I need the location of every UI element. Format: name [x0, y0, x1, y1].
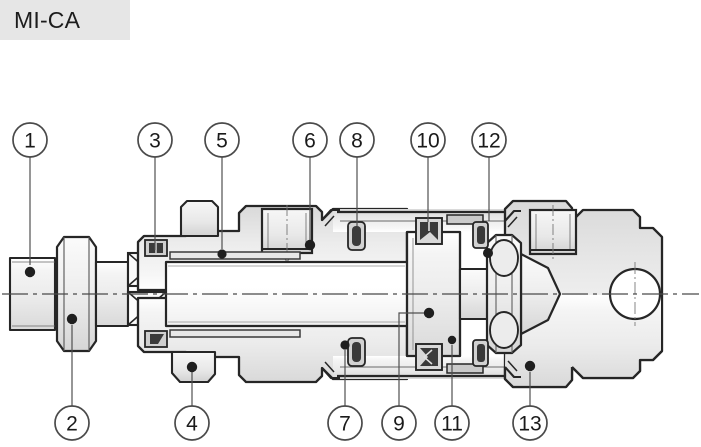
- gland-wiper-lower: [169, 329, 301, 338]
- callout-3-label: 3: [149, 130, 161, 153]
- callout-leaders: [24, 157, 536, 406]
- cap-o-ring-lower: [472, 339, 489, 367]
- rod-end-stud: [8, 256, 57, 332]
- callout-7-label: 7: [339, 413, 351, 436]
- leader-7: [340, 340, 350, 406]
- callout-bubbles: 1 3 5 6 8 10 1: [12, 122, 548, 441]
- callout-13-label: 13: [518, 413, 541, 436]
- title-band: MI-CA: [0, 0, 130, 40]
- head-o-ring-lower: [347, 337, 366, 367]
- callout-6[interactable]: 6: [292, 122, 328, 158]
- callout-2-label: 2: [66, 413, 78, 436]
- joint-dot-upper: [483, 248, 493, 258]
- callout-12[interactable]: 12: [471, 122, 507, 158]
- piston-wear-ring-upper: [446, 214, 484, 225]
- leader-5: [217, 157, 227, 259]
- piston-seal-lower: [415, 343, 443, 371]
- callout-12-label: 12: [477, 130, 500, 153]
- callout-6-label: 6: [304, 130, 316, 153]
- leader-13: [524, 360, 536, 406]
- callout-2[interactable]: 2: [54, 405, 90, 441]
- rod-seal-lower: [144, 330, 168, 348]
- callout-5[interactable]: 5: [204, 122, 240, 158]
- leader-1: [24, 157, 36, 278]
- leader-4: [186, 361, 198, 406]
- callout-1[interactable]: 1: [12, 122, 48, 158]
- gland-wiper-upper: [169, 251, 301, 260]
- callout-7[interactable]: 7: [327, 405, 363, 441]
- callout-11[interactable]: 11: [434, 405, 470, 441]
- leader-9: [398, 307, 435, 406]
- page-title: MI-CA: [14, 6, 81, 33]
- head-o-ring-upper: [347, 221, 366, 251]
- callout-8-label: 8: [351, 130, 363, 153]
- callout-11-label: 11: [441, 413, 463, 436]
- leader-11: [447, 335, 457, 406]
- leader-2: [66, 313, 78, 406]
- port-boss-cap: [528, 205, 578, 262]
- callout-5-label: 5: [216, 130, 228, 153]
- assembly-geometry: [2, 199, 699, 389]
- callout-9[interactable]: 9: [381, 405, 417, 441]
- callout-9-label: 9: [393, 413, 405, 436]
- callout-13[interactable]: 13: [512, 405, 548, 441]
- barrel-head-joint: [321, 208, 340, 380]
- piston-seal-upper: [415, 217, 443, 245]
- leader-6: [304, 157, 316, 251]
- callout-3[interactable]: 3: [137, 122, 173, 158]
- rod-seal-upper: [144, 239, 168, 257]
- head-top-boss: [179, 199, 220, 238]
- cap-o-ring-upper: [472, 221, 489, 249]
- callout-8[interactable]: 8: [339, 122, 375, 158]
- piston-wear-ring-lower: [446, 363, 484, 374]
- callout-4[interactable]: 4: [174, 405, 210, 441]
- callout-10[interactable]: 10: [410, 122, 446, 158]
- callout-4-label: 4: [186, 413, 198, 436]
- callout-1-label: 1: [24, 130, 36, 153]
- barrel-cap-joint: [504, 209, 521, 379]
- callout-10-label: 10: [416, 130, 439, 153]
